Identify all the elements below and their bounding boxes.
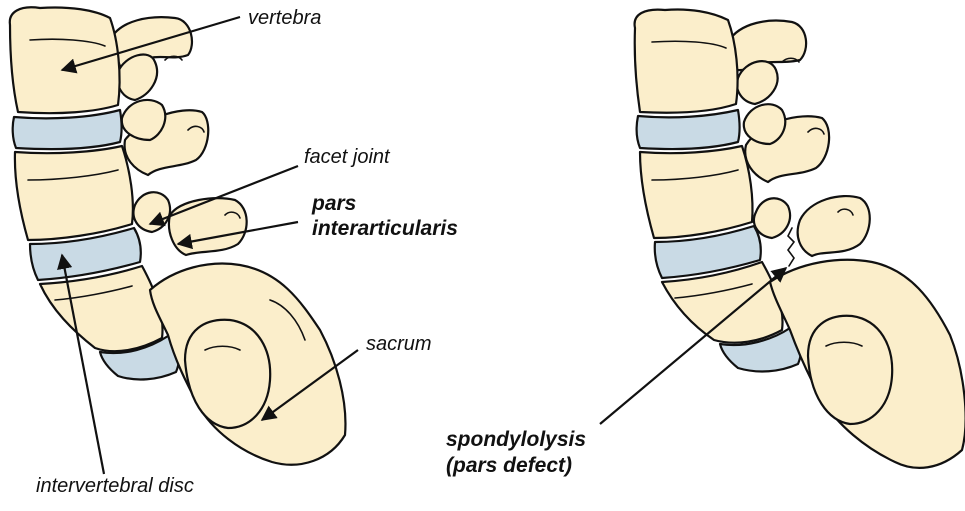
right-lower-facet-process <box>754 198 790 238</box>
middle-facet-process <box>122 100 165 140</box>
label-sacrum: sacrum <box>366 333 432 356</box>
lower-spinous-process <box>169 198 247 255</box>
sacral-body-lobe <box>185 320 270 428</box>
upper-vertebral-body <box>10 7 120 113</box>
label-pars-line1: pars <box>312 191 356 217</box>
separated-posterior-arch <box>798 196 870 256</box>
label-spondylolysis-line1: spondylolysis <box>446 427 586 453</box>
right-middle-vertebral-body <box>640 146 753 238</box>
upper-intervertebral-disc <box>13 110 122 149</box>
spondylolysis-lumbar-spine <box>635 9 965 467</box>
right-middle-facet-process <box>744 104 785 144</box>
right-sacral-body-lobe <box>808 316 892 424</box>
label-pars-line2: interarticularis <box>312 216 458 242</box>
middle-vertebral-body <box>15 146 133 240</box>
right-upper-intervertebral-disc <box>637 110 740 149</box>
label-intervertebral-disc: intervertebral disc <box>36 475 194 498</box>
pars-defect-crack <box>788 228 794 266</box>
label-spondylolysis-line2: (pars defect) <box>446 453 572 479</box>
label-vertebra: vertebra <box>248 7 321 30</box>
right-upper-vertebral-body <box>635 9 738 112</box>
lower-facet-process <box>134 192 171 232</box>
label-facet-joint: facet joint <box>304 146 390 169</box>
